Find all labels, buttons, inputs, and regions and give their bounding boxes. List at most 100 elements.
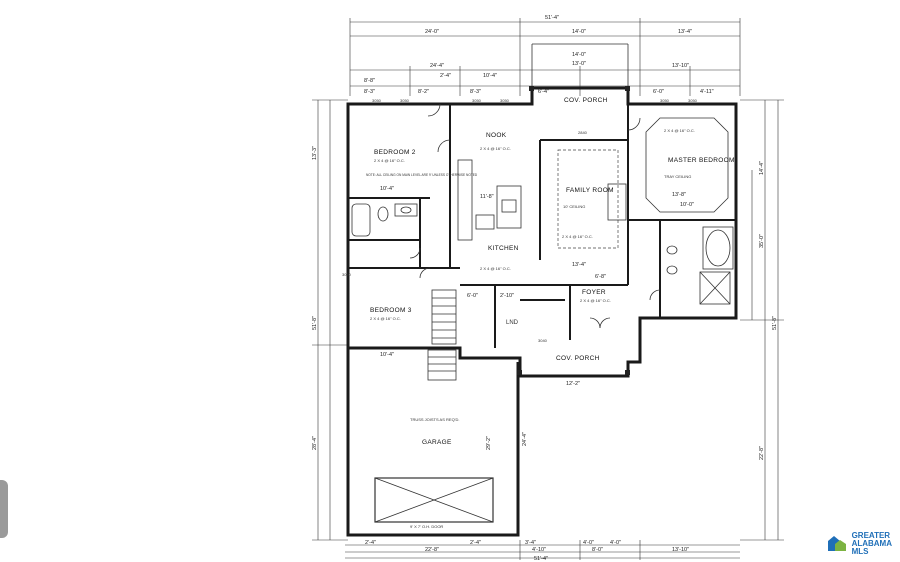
dim-overall-top: 51'-4" (545, 15, 559, 21)
kitchen-island (457, 159, 522, 241)
window-tag-7: 3050 (688, 98, 698, 103)
dim-row3-right: 13'-10" (672, 63, 689, 69)
bath2-fixtures (351, 203, 418, 237)
garage-door (374, 477, 494, 523)
dim-porch-w: 12'-2" (566, 381, 580, 387)
window-tag-5: 2840 (578, 130, 588, 135)
dim-right-overall: 51'-8" (772, 316, 778, 330)
dim-bottom-f: 2'-4" (470, 540, 481, 546)
label-family-ceiling: 10' CEILING (563, 204, 585, 209)
master-tray-ceiling (645, 117, 729, 213)
mls-watermark: GREATER ALABAMA MLS (826, 532, 892, 556)
window-tag-2: 3050 (400, 98, 410, 103)
dim-bottom-right: 13'-10" (672, 547, 689, 553)
dim-row4-e: 6'-0" (653, 89, 664, 95)
label-family-room: FAMILY ROOM (566, 187, 614, 194)
dim-family-w: 13'-4" (572, 262, 586, 268)
family-ceiling-outline (557, 149, 619, 249)
dim-row4-a: 8'-3" (364, 89, 375, 95)
bottom-porch-outline (517, 370, 630, 375)
dim-bottom-e2: 4'-0" (610, 540, 621, 546)
side-dimension-lines (312, 99, 784, 541)
label-foyer: FOYER (582, 289, 606, 296)
dim-bottom-left: 22'-8" (425, 547, 439, 553)
dim-bottom-a: 2'-4" (365, 540, 376, 546)
label-cov-porch-top: COV. PORCH (564, 97, 608, 104)
label-nook-stud: 2 X 4 @ 16" O.C. (480, 146, 511, 151)
label-garage-door: 9' X 7' O.H. DOOR (410, 524, 443, 529)
dim-garage-depth: 29'-2" (486, 436, 492, 450)
dim-right-top: 14'-4" (759, 161, 765, 175)
dim-left-overall: 51'-8" (312, 316, 318, 330)
dim-foyer-w: 6'-8" (595, 274, 606, 280)
dim-row4-b: 8'-2" (418, 89, 429, 95)
dim-left-top: 13'-3" (312, 146, 318, 160)
window-tag-6: 3050 (660, 98, 670, 103)
watermark-line1: GREATER (851, 531, 891, 540)
label-lnd: LND (506, 320, 519, 326)
interior-walls (348, 104, 736, 348)
dim-top-left: 24'-0" (425, 29, 439, 35)
label-master-ceiling: TRAY CEILING (664, 174, 691, 179)
dim-bed3-width: 10'-4" (380, 352, 394, 358)
top-dimension-lines (349, 18, 741, 96)
dim-right-lower: 22'-8" (759, 446, 765, 460)
left-edge-tab (0, 480, 8, 538)
bottom-dimension-lines (345, 540, 740, 560)
label-garage: GARAGE (422, 439, 452, 446)
label-bedroom2-note: NOTE: ALL CEILING ON MAIN LEVEL ARE 9' U… (366, 173, 478, 177)
dim-row4-g: 4'-11" (700, 89, 714, 95)
dim-row3-c: 10'-4" (483, 73, 497, 79)
label-master-bedroom: MASTER BEDROOM (668, 157, 735, 164)
dim-bottom-c: 4'-10" (532, 547, 546, 553)
dim-master-w: 13'-8" (672, 192, 686, 198)
label-cov-porch-bottom: COV. PORCH (556, 355, 600, 362)
watermark-text: GREATER ALABAMA MLS (852, 532, 892, 556)
dim-row2-left: 24'-4" (430, 63, 444, 69)
dim-kitchen-w: 11'-8" (480, 194, 494, 200)
dim-bottom-b: 3'-4" (525, 540, 536, 546)
label-bedroom3-stud: 2 X 4 @ 16" O.C. (370, 316, 401, 321)
dim-mid-2: 2'-10" (500, 293, 514, 299)
label-bedroom2: BEDROOM 2 (374, 149, 416, 156)
exterior-walls (346, 86, 738, 537)
fireplace (607, 183, 627, 221)
dim-row3-b: 2'-4" (440, 73, 451, 79)
label-kitchen-stud: 2 X 4 @ 16" O.C. (480, 266, 511, 271)
dim-top-right: 13'-4" (678, 29, 692, 35)
stairs (427, 289, 457, 381)
window-tag-8: 3040 (538, 338, 548, 343)
label-nook: NOOK (486, 132, 507, 139)
label-foyer-stud: 2 X 4 @ 16" O.C. (580, 298, 611, 303)
master-bath-fixtures (666, 226, 734, 305)
dim-row2-mid2: 13'-0" (572, 61, 586, 67)
door-swings (409, 103, 661, 329)
alabama-mls-logo-icon (827, 536, 846, 551)
label-kitchen: KITCHEN (488, 245, 519, 252)
dim-row4-c: 8'-3" (470, 89, 481, 95)
label-garage-note: TRUSS JOISTS AS REQ'D. (410, 417, 459, 422)
dim-bottom-overall: 51'-4" (534, 556, 548, 562)
dim-row2-mid: 14'-0" (572, 52, 586, 58)
window-tag-3: 3050 (472, 98, 482, 103)
window-tag-4: 3050 (500, 98, 510, 103)
label-bedroom2-stud: 2 X 4 @ 16" O.C. (374, 158, 405, 163)
window-tag-1: 3050 (372, 98, 382, 103)
dim-master-w2: 10'-0" (680, 202, 694, 208)
watermark-line3: MLS (851, 547, 869, 556)
label-master-stud: 2 X 4 @ 16" O.C. (664, 128, 695, 133)
top-porch-outline (529, 43, 630, 91)
dim-mid-6: 6'-0" (467, 293, 478, 299)
dim-row4-d: 6'-4" (538, 89, 549, 95)
dim-bottom-d: 8'-0" (592, 547, 603, 553)
dim-bottom-e: 4'-0" (583, 540, 594, 546)
dim-row3-a: 8'-8" (364, 78, 375, 84)
label-bedroom3: BEDROOM 3 (370, 307, 412, 314)
dim-left-garage: 28'-4" (312, 436, 318, 450)
label-family-stud: 2 X 4 @ 16" O.C. (562, 234, 593, 239)
dim-right-mid: 35'-0" (759, 234, 765, 248)
dim-garage-side: 24'-4" (522, 432, 528, 446)
window-tag-9: 3060 (342, 272, 352, 277)
watermark-line2: ALABAMA (851, 539, 892, 548)
